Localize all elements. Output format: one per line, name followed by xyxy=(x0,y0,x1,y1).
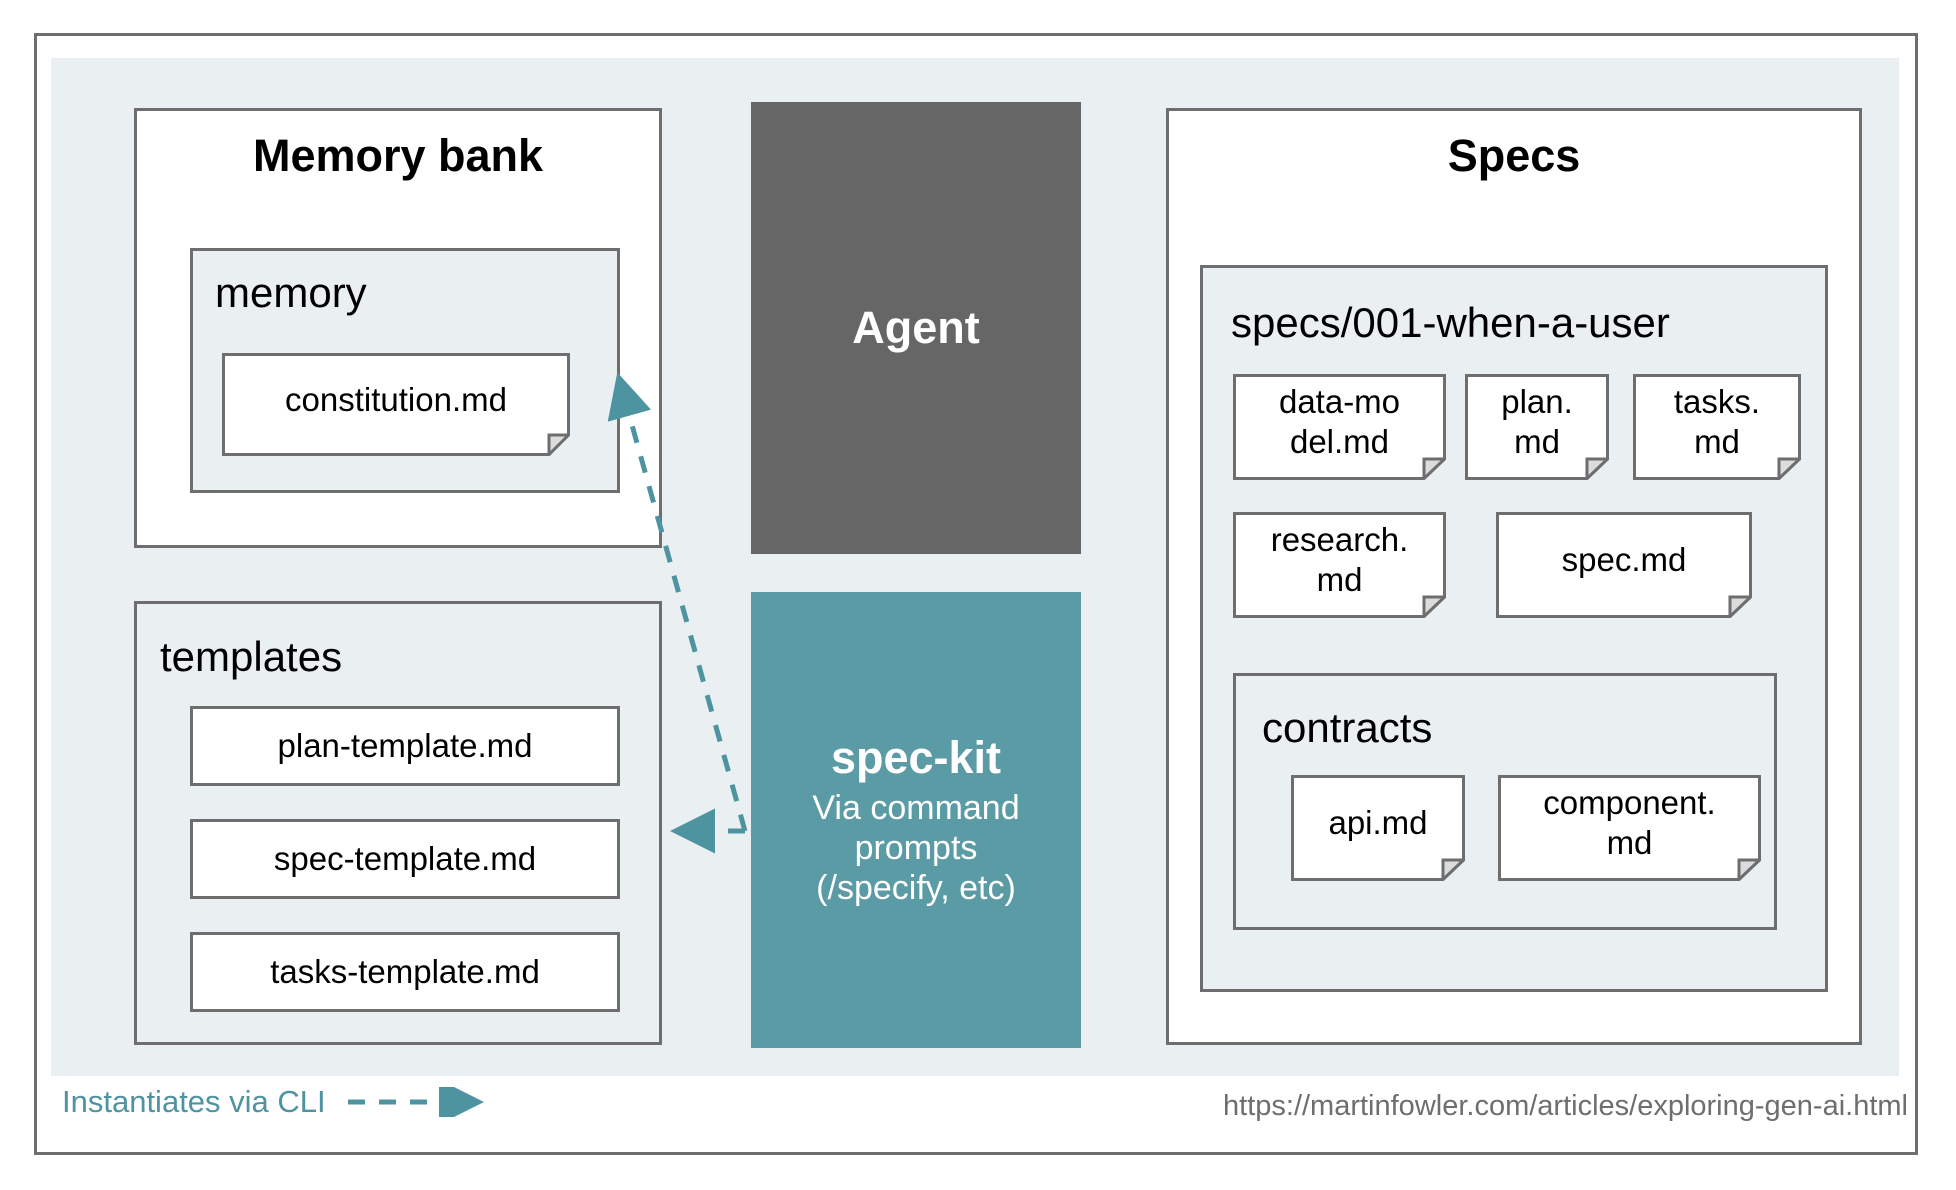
document-shape-icon xyxy=(1496,512,1752,618)
spec-kit-subtitle-line-3: (/specify, etc) xyxy=(816,869,1016,908)
legend: Instantiates via CLI xyxy=(62,1084,501,1120)
file-tasks-md[interactable]: tasks. md xyxy=(1633,374,1801,480)
spec-kit-subtitle: Via command prompts (/specify, etc) xyxy=(812,788,1019,908)
source-url: https://martinfowler.com/articles/explor… xyxy=(1223,1090,1908,1122)
memory-group-title: memory xyxy=(215,269,367,316)
agent-title: Agent xyxy=(852,302,980,353)
document-shape-icon xyxy=(222,353,570,456)
file-label: data-mo del.md xyxy=(1278,383,1401,460)
file-label: plan. md xyxy=(1501,383,1573,460)
templates-group-title: templates xyxy=(160,633,343,680)
document-shape-icon xyxy=(1465,374,1609,480)
file-tasks-template-md[interactable]: tasks-template.md xyxy=(190,932,620,1012)
file-label: tasks. md xyxy=(1673,383,1761,460)
specs-title: Specs xyxy=(1447,130,1581,181)
file-label: constitution.md xyxy=(285,380,507,418)
legend-label: Instantiates via CLI xyxy=(62,1084,326,1119)
document-shape-icon xyxy=(1233,374,1446,480)
file-component-md[interactable]: component. md xyxy=(1498,775,1761,881)
file-label: research. md xyxy=(1270,521,1409,598)
specs-feature-group-title: specs/001-when-a-user xyxy=(1231,299,1670,346)
spec-kit-subtitle-line-1: Via command xyxy=(812,788,1020,827)
agent-block[interactable]: Agent xyxy=(751,102,1081,554)
file-api-md[interactable]: api.md xyxy=(1291,775,1465,881)
document-shape-icon xyxy=(1233,512,1446,618)
document-shape-icon xyxy=(1633,374,1801,480)
dashed-arrow-right-icon xyxy=(347,1087,484,1117)
memory-bank-title: Memory bank xyxy=(252,130,544,181)
file-spec-template-md[interactable]: spec-template.md xyxy=(190,819,620,899)
file-label: component. md xyxy=(1543,784,1716,861)
document-shape-icon xyxy=(1498,775,1761,881)
spec-kit-block[interactable]: spec-kit Via command prompts (/specify, … xyxy=(751,592,1081,1048)
file-research-md[interactable]: research. md xyxy=(1233,512,1446,618)
file-plan-md[interactable]: plan. md xyxy=(1465,374,1609,480)
file-data-model-md[interactable]: data-mo del.md xyxy=(1233,374,1446,480)
document-shape-icon xyxy=(1291,775,1465,881)
file-plan-template-md[interactable]: plan-template.md xyxy=(190,706,620,786)
spec-kit-subtitle-line-2: prompts xyxy=(854,828,978,867)
file-constitution-md[interactable]: constitution.md xyxy=(222,353,570,456)
file-label: spec.md xyxy=(1561,541,1687,579)
file-spec-md[interactable]: spec.md xyxy=(1496,512,1752,618)
contracts-group-title: contracts xyxy=(1262,704,1433,751)
file-label: api.md xyxy=(1328,804,1428,842)
spec-kit-title: spec-kit xyxy=(830,731,1002,783)
